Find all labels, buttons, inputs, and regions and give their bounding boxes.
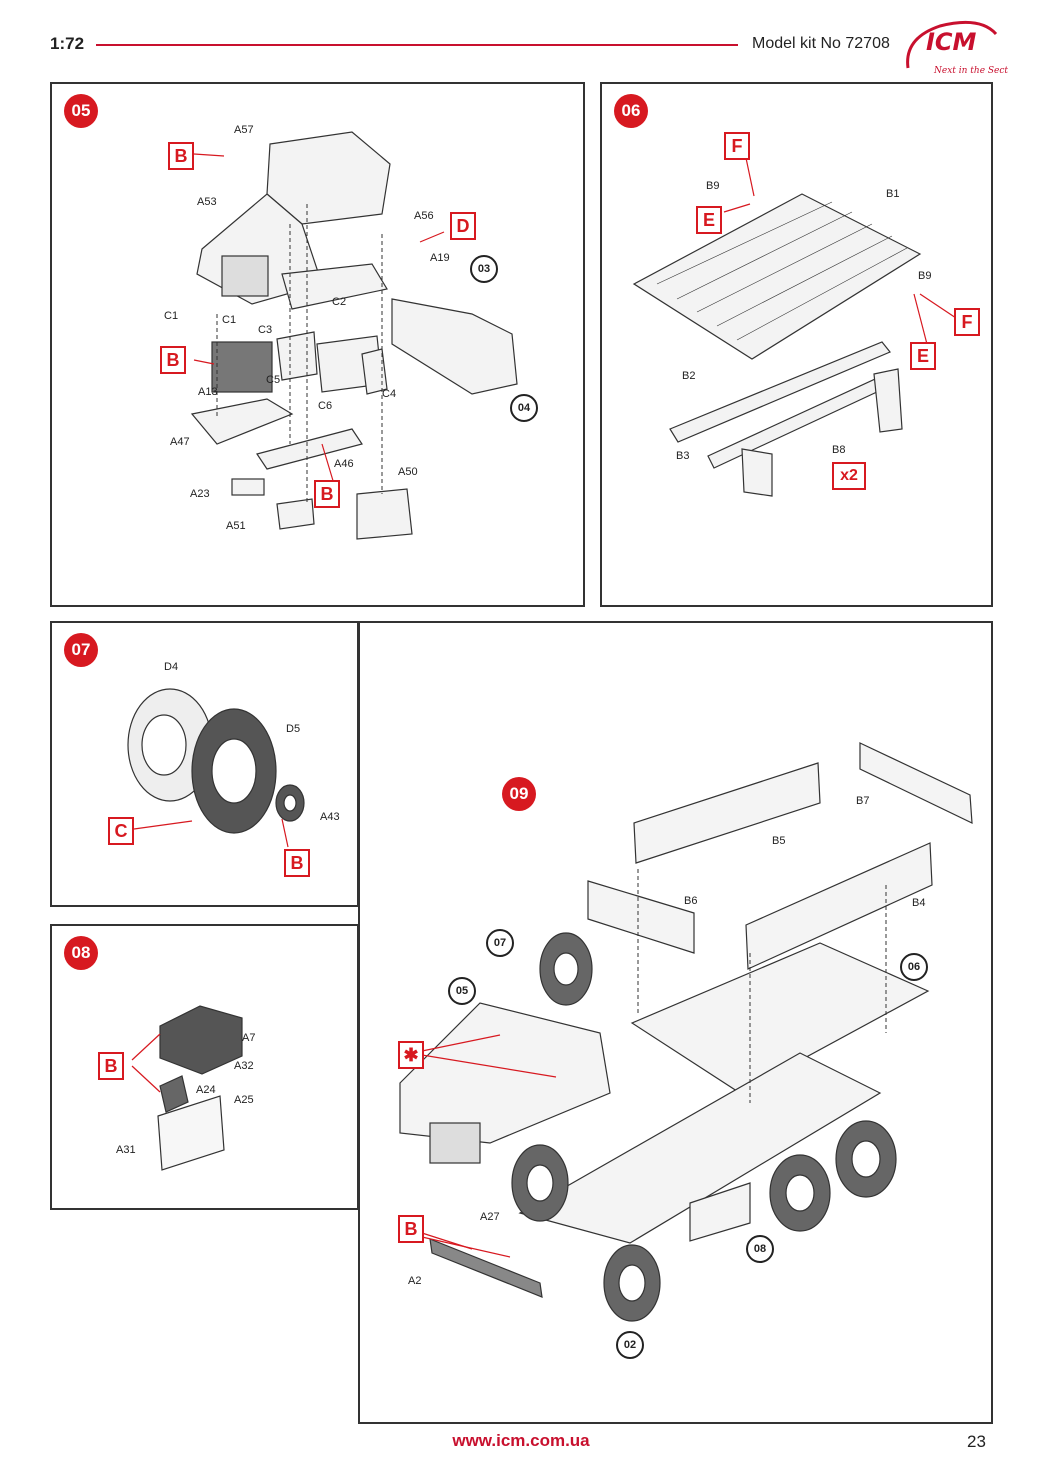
part-label: B9 [706,180,720,192]
part-label: A24 [196,1084,216,1096]
wheel-assembly-drawing [127,688,305,848]
paint-code-box: E [910,342,936,370]
part-label: C6 [318,400,333,412]
paint-code-box: F [954,308,980,336]
step-06-panel: 06 B9 B1 B9 B2 B3 B8 F E F E x2 [600,82,993,607]
paint-code-box: F [724,132,750,160]
subassembly-ref: 06 [900,953,928,981]
part-label: A23 [190,488,210,500]
paint-code-box: B [398,1215,424,1243]
step-badge: 06 [614,94,648,128]
step-badge: 05 [64,94,98,128]
battery-box-drawing [131,1005,243,1171]
part-label: B8 [832,444,846,456]
part-label: B1 [886,188,900,200]
subassembly-ref: 08 [746,1235,774,1263]
part-label: A27 [480,1211,500,1223]
cargo-bed-drawing [632,157,957,497]
part-label: A43 [320,811,340,823]
website-url: www.icm.com.ua [452,1431,590,1450]
step-09-panel: 09 [358,621,993,1424]
part-label: B5 [772,835,786,847]
paint-code-box: B [314,480,340,508]
part-label: B3 [676,450,690,462]
paint-code-box: E [696,206,722,234]
part-label: A19 [430,252,450,264]
logo-tagline: Next in the Sect [934,66,1009,76]
paint-code-box: B [168,142,194,170]
part-label: C4 [382,388,397,400]
paint-code-box: C [108,817,134,845]
part-label: C5 [266,374,281,386]
logo-swoosh-icon [906,20,998,69]
final-assembly-drawing [399,742,973,1322]
part-label: C1 [222,314,237,326]
step-badge: 07 [64,633,98,667]
part-label: A7 [242,1032,256,1044]
scale-label: 1:72 [50,34,85,53]
step-08-panel: 08 A7 A32 A24 A25 A31 B [50,924,359,1210]
part-label: A13 [198,386,218,398]
kit-number: Model kit No 72708 [752,35,890,52]
subassembly-ref: 02 [616,1331,644,1359]
star-marker-box: ✱ [398,1041,424,1069]
part-label: B6 [684,895,698,907]
part-label: A57 [234,124,254,136]
part-label: B4 [912,897,926,909]
step-badge: 09 [502,777,536,811]
step-07-panel: 07 D4 D5 A43 C B [50,621,359,907]
logo-text: ICM [926,28,977,56]
subassembly-ref: 03 [470,255,498,283]
part-label: C1 [164,310,179,322]
header-rule [96,44,738,46]
part-label: C3 [258,324,273,336]
part-label: A51 [226,520,246,532]
part-label: A50 [398,466,418,478]
part-label: B7 [856,795,870,807]
paint-code-box: D [450,212,476,240]
paint-code-box: B [160,346,186,374]
page-number: 23 [967,1432,986,1451]
step-05-panel: 05 A57 [50,82,585,607]
part-label: C2 [332,296,347,308]
part-label: D4 [164,661,179,673]
subassembly-ref: 04 [510,394,538,422]
subassembly-ref: 07 [486,929,514,957]
step-badge: 08 [64,936,98,970]
quantity-box: x2 [832,462,866,490]
part-label: A2 [408,1275,422,1287]
part-label: A31 [116,1144,136,1156]
part-label: A53 [197,196,217,208]
part-label: B9 [918,270,932,282]
part-label: D5 [286,723,301,735]
part-label: B2 [682,370,696,382]
subassembly-ref: 05 [448,977,476,1005]
part-label: A46 [334,458,354,470]
cab-assembly-drawing [190,131,518,540]
part-label: A32 [234,1060,254,1072]
part-label: A47 [170,436,190,448]
part-label: A56 [414,210,434,222]
part-label: A25 [234,1094,254,1106]
paint-code-box: B [98,1052,124,1080]
paint-code-box: B [284,849,310,877]
icm-logo: ICM Next in the Sect [900,18,1008,84]
